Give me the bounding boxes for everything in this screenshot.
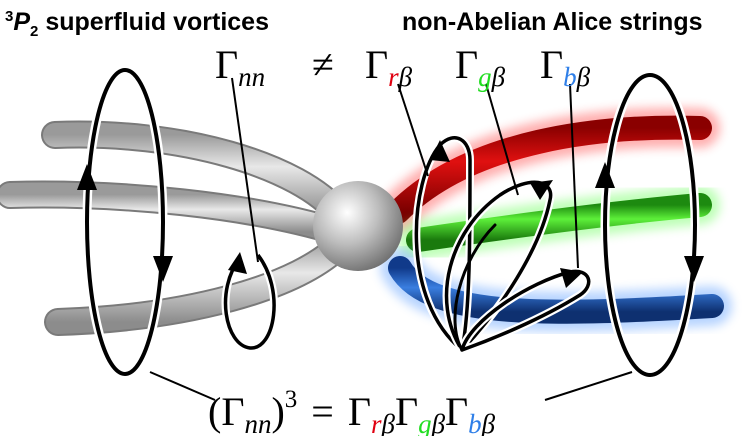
left-loop-arrow-down [153,256,173,282]
left-header: 3P2 superfluid vortices [5,8,269,40]
alice-string-tubes [378,107,732,332]
header-rest: superfluid vortices [38,8,269,36]
leader-nn [231,77,259,263]
gray-tube-1 [43,122,352,227]
header-p-letter: P [13,8,30,36]
red-loop-arrow [430,140,450,162]
fan-curve [453,223,497,352]
header-subscript: 2 [30,23,38,40]
red-loop [414,136,472,352]
gamma-nn-label: Γnn [215,42,265,92]
right-loop-arrow-up [595,162,615,188]
gray-tube-3 [46,228,357,334]
blue-loop [460,269,591,352]
color-r: r [388,62,399,92]
gray-tube-2 [0,182,350,244]
gamma-g-beta-label: Γgβ [455,42,506,92]
gray-vortex-tubes [0,120,359,336]
left-loop-arrow-up [77,164,97,190]
leader-bottom-left [149,371,216,401]
leader-lines [149,77,633,401]
green-loop-arrow [530,180,553,200]
small-loop [223,253,276,350]
leader-b [569,83,579,269]
leader-g [485,83,519,196]
right-header: non-Abelian Alice strings [402,8,703,36]
green-string-tube [406,193,712,252]
neq-symbol: ≠ [312,42,334,87]
gamma-r-beta-label: Γrβ [365,42,413,92]
small-gray-loop [221,252,279,352]
color-b: b [563,62,577,92]
header-superscript: 3 [5,8,13,25]
color-g: g [478,62,492,92]
gamma-b-beta-label: Γbβ [540,42,591,92]
leader-bottom-right [544,371,633,401]
blue-string-tube [388,256,724,324]
red-string-tube [386,115,712,224]
right-big-loop [595,70,704,380]
blue-loop-arrow [560,268,583,288]
left-loop [85,68,165,376]
top-equation: Γnn ≠ Γrβ Γgβ Γbβ [215,42,591,92]
right-loop [603,73,697,377]
leader-r [397,83,429,177]
junction-sphere [313,181,403,271]
small-loop-arrow [228,252,247,274]
left-big-loop [77,65,173,379]
bottom-equation: (Γnn)3=ΓrβΓgβΓbβ [208,386,496,436]
right-loop-arrow-down [684,256,704,282]
